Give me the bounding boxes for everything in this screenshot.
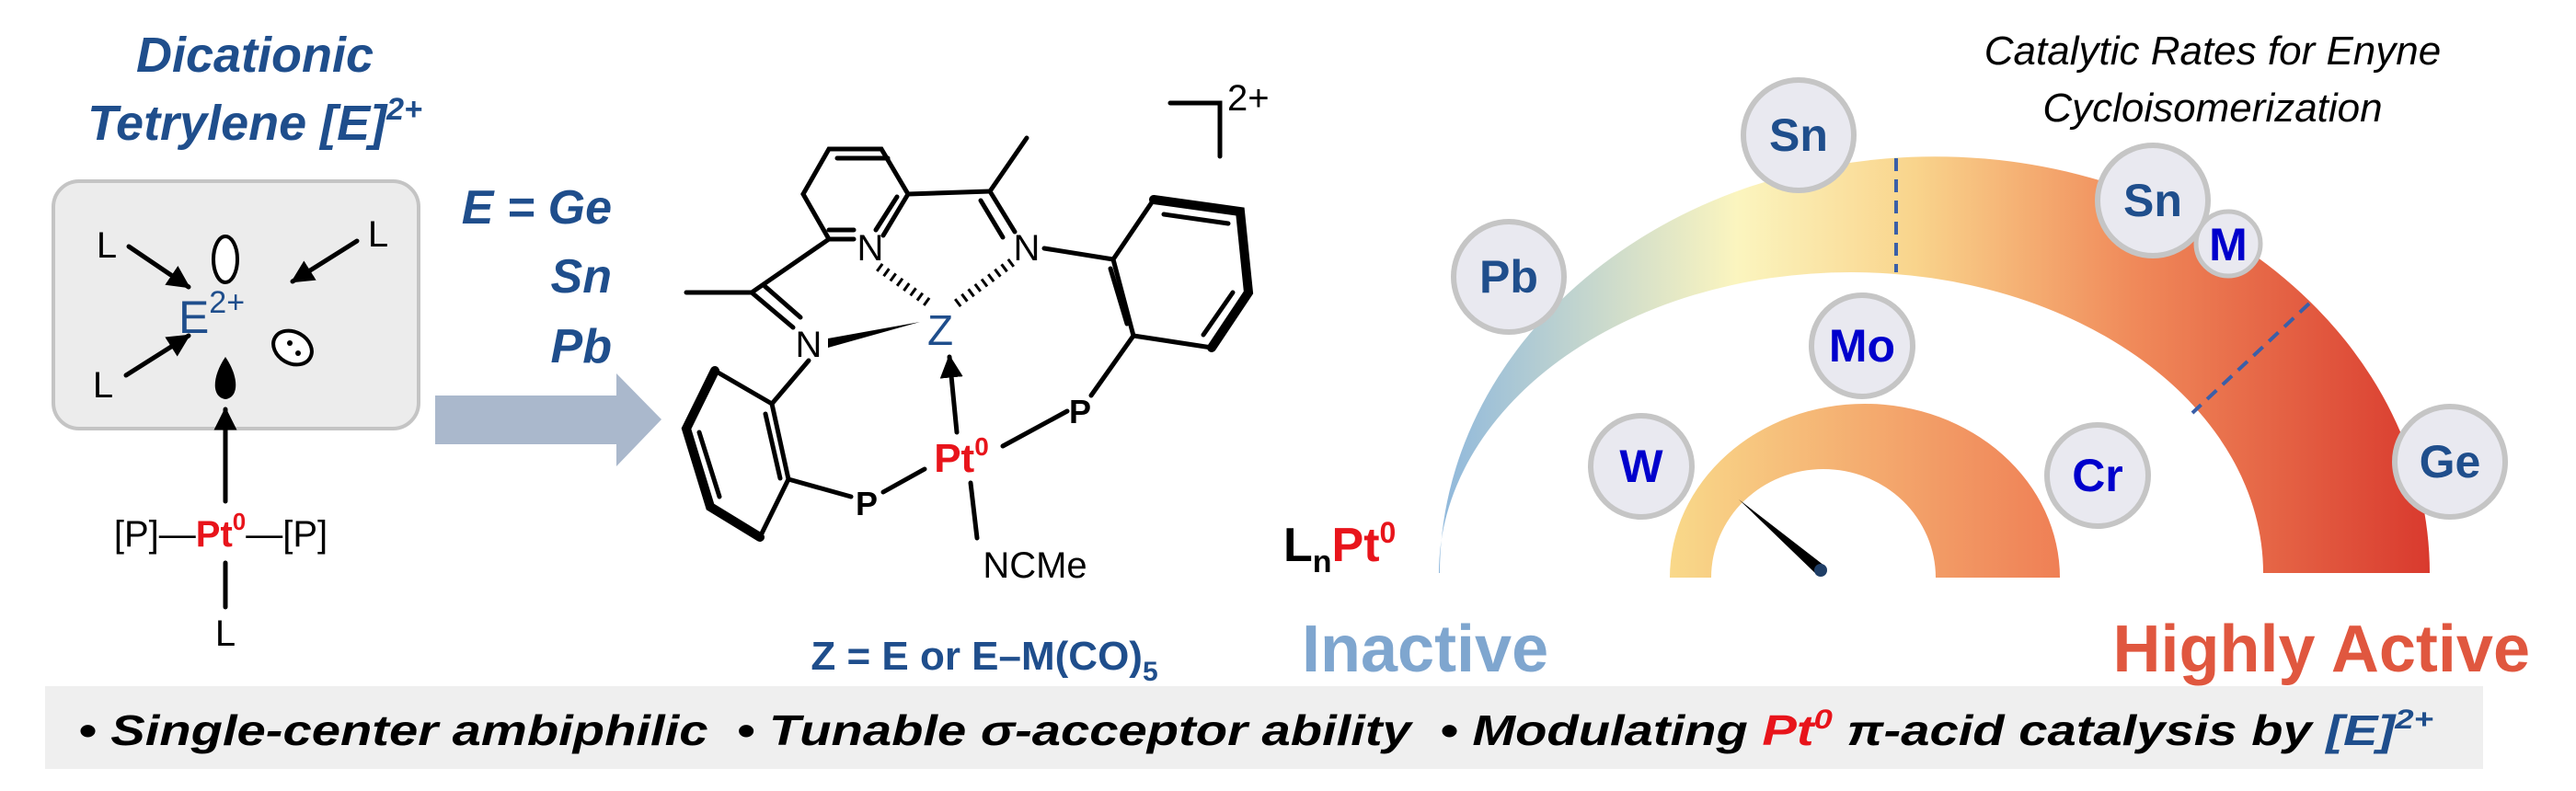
bond — [757, 401, 791, 540]
double-bond — [1161, 212, 1231, 226]
bond — [786, 476, 854, 499]
needle-pivot — [1814, 564, 1827, 577]
svg-text:Mo: Mo — [1829, 320, 1895, 372]
element-badge-sn: Sn — [1741, 77, 1857, 193]
summary-text: • Single-center ambiphilic • Tunable σ-a… — [78, 705, 2433, 754]
pyridine-ring — [800, 146, 911, 242]
methyl-bond — [987, 135, 1029, 194]
activity-gauge: Catalytic Rates for Enyne Cycloisomeriza… — [1283, 29, 2530, 686]
element-badge-pb: Pb — [1451, 219, 1567, 335]
element-badge-ge: Ge — [2392, 404, 2508, 520]
bond — [1088, 333, 1136, 398]
z-definition: Z = E or E–M(CO)5 — [811, 634, 1157, 687]
element-ge: E = Ge — [462, 181, 612, 235]
summary-bar — [45, 686, 2483, 769]
lone-pair-lobe — [271, 328, 314, 367]
imine-bond — [987, 189, 1018, 235]
bond — [905, 189, 993, 197]
inactive-label: Inactive — [1302, 613, 1548, 686]
atom-n-right: N — [1014, 228, 1041, 269]
hashed-bond — [954, 258, 1015, 307]
bond — [1110, 257, 1214, 350]
ligand-l-bottom-left: L — [93, 365, 113, 406]
element-list: E = Ge Sn Pb — [462, 181, 612, 373]
bond — [1110, 197, 1156, 262]
svg-text:Pb: Pb — [1479, 251, 1538, 303]
ligand-arrow — [126, 244, 191, 290]
imine-bond — [761, 282, 803, 320]
bond — [880, 191, 911, 238]
double-bond — [1201, 290, 1236, 338]
pt-p-bond — [1000, 408, 1070, 449]
center-atom-e: E2+ — [178, 285, 245, 343]
left-panel: Dicationic Tetrylene [E]2+ L L L E2+ [P]… — [52, 28, 422, 654]
ligand-l-top-left: L — [97, 225, 117, 266]
title-line2: Tetrylene [E]2+ — [87, 92, 422, 151]
highly-active-label: Highly Active — [2113, 613, 2530, 686]
filled-orbital-lobe — [214, 357, 236, 399]
complex-charge: 2+ — [1227, 78, 1270, 119]
pt-complex-row: [P]—Pt0—[P] — [114, 508, 328, 555]
double-bond — [763, 411, 783, 481]
atom-z: Z — [927, 306, 953, 354]
atom-pt: Pt0 — [934, 432, 989, 481]
pt-ncme-bond — [968, 480, 980, 541]
divider-dashed-line — [2191, 302, 2311, 415]
bottom-ligand: L — [215, 613, 236, 654]
hashed-bond — [876, 262, 932, 308]
element-badge-sn-m: Sn M — [2095, 143, 2263, 279]
bond — [712, 368, 775, 407]
charge-bracket — [1167, 100, 1223, 159]
title-line1: Dicationic — [136, 28, 374, 83]
element-pb: Pb — [551, 320, 612, 373]
svg-text:W: W — [1619, 441, 1663, 492]
element-badge-mo: Mo — [1809, 292, 1915, 399]
bond — [769, 358, 811, 407]
svg-text:Ge: Ge — [2420, 436, 2481, 487]
ligand-arrow — [290, 238, 360, 284]
wedge-bond — [828, 322, 920, 348]
electron-dot — [295, 350, 301, 356]
ligand-arrow — [123, 333, 191, 378]
atom-n-pyridine: N — [857, 228, 884, 269]
atom-p-right: P — [1069, 393, 1091, 430]
svg-text:Sn: Sn — [1769, 109, 1828, 161]
svg-text:M: M — [2209, 219, 2248, 270]
double-bond — [1108, 266, 1130, 327]
ncme-ligand: NCMe — [983, 545, 1087, 586]
double-bond — [873, 194, 900, 233]
inner-gauge-arc — [1670, 404, 2060, 578]
double-bond — [696, 430, 722, 499]
ligand-l-top-right: L — [368, 214, 388, 255]
reaction-arrow — [435, 373, 661, 466]
outer-gauge-arc — [1439, 156, 2430, 574]
gauge-needle — [1739, 499, 1824, 575]
bond — [1041, 246, 1116, 262]
lnpt0-label: LnPt0 — [1283, 516, 1396, 579]
gauge-title-line2: Cycloisomerization — [2042, 86, 2382, 131]
svg-text:Cr: Cr — [2072, 450, 2123, 501]
imine-bond — [978, 198, 1006, 240]
svg-text:Sn: Sn — [2123, 175, 2182, 226]
pt-z-arrow — [939, 354, 963, 435]
element-badge-cr: Cr — [2044, 422, 2151, 529]
gauge-title-line1: Catalytic Rates for Enyne — [1984, 29, 2441, 74]
electron-dot — [287, 340, 293, 346]
phenyl-ring-left — [681, 366, 765, 542]
element-badge-w: W — [1588, 413, 1695, 520]
element-sn: Sn — [551, 250, 612, 304]
p-pt-bond — [880, 466, 927, 495]
pt-complex-structure: 2+ N N N Z — [681, 78, 1270, 687]
atom-p-left: P — [856, 485, 878, 522]
imine-bond — [749, 290, 796, 330]
empty-orbital-lobe — [212, 235, 239, 284]
phenyl-ring-right — [1149, 195, 1254, 352]
